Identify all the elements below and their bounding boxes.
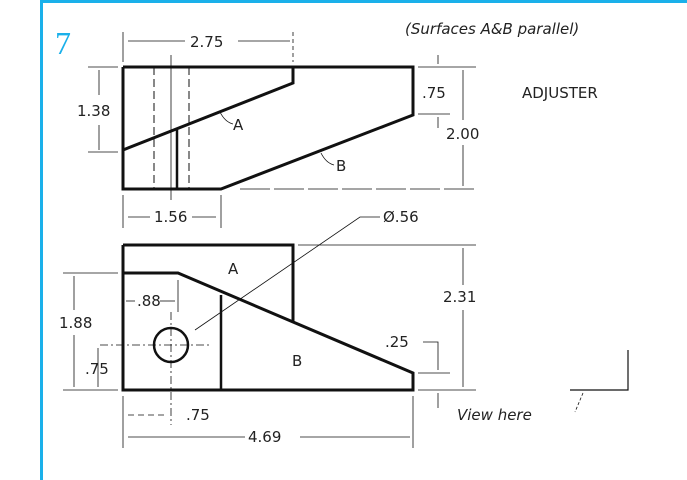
dim-right-small: .75	[422, 84, 446, 102]
surface-a-label-top: A	[233, 116, 244, 134]
dim-hole-x-bottom: .75	[186, 406, 210, 424]
note-text: (Surfaces A&B parallel)	[405, 20, 579, 38]
dim-right-total: 2.00	[446, 125, 479, 143]
dim-end-height: .25	[385, 333, 409, 351]
top-view	[88, 32, 476, 228]
surface-a-label-front: A	[228, 260, 239, 278]
problem-frame	[40, 0, 687, 480]
dim-left-height: 1.38	[77, 102, 110, 120]
problem-number: 7	[55, 25, 71, 61]
dim-hole-y: .75	[85, 360, 109, 378]
view-here-label: View here	[457, 406, 532, 424]
dim-hole-x: .88	[137, 292, 161, 310]
surface-b-label-top: B	[336, 157, 346, 175]
dim-bottom-slot: 1.56	[154, 208, 187, 226]
title-text: ADJUSTER	[522, 84, 598, 102]
dim-total-length: 4.69	[248, 428, 281, 446]
surface-b-label-front: B	[292, 352, 302, 370]
front-view	[63, 216, 629, 448]
dim-front-height: 2.31	[443, 288, 476, 306]
dim-hole-diameter: Ø.56	[383, 208, 419, 226]
dim-top-width: 2.75	[190, 33, 223, 51]
dim-step-height: 1.88	[59, 314, 92, 332]
